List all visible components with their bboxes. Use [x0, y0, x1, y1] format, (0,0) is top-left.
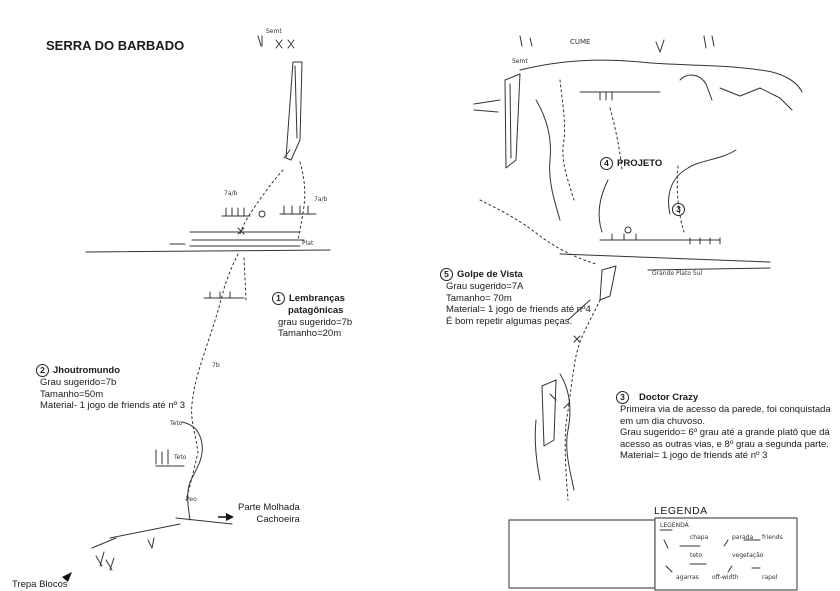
route-5-name: Golpe de Vista	[457, 269, 523, 281]
route-3-line-3: Grau sugerido= 6º grau até a grande plat…	[620, 427, 830, 438]
right-lower-wall	[534, 373, 575, 491]
route-3-line-2: em um dia chuvoso.	[620, 415, 706, 427]
route-2-size: Tamanho=50m	[40, 388, 104, 400]
route-2-grade: Grau sugerido=7b	[40, 377, 117, 388]
right-route-lines	[479, 79, 685, 501]
trepa-blocos-label: Trepa Blocos	[12, 579, 68, 590]
legend-item-vegetacao: vegetação	[732, 552, 764, 559]
route-3-line-1: Primeira via de acesso da parede, foi co…	[620, 404, 831, 415]
legend-item-friends: friends	[762, 534, 783, 541]
route-5-info: 5 Golpe de Vista Grau sugerido=7A Tamanho…	[440, 268, 591, 327]
route-1-size: Tamanho=20m	[278, 328, 342, 339]
plato-label: Plat	[302, 240, 314, 247]
right-summit-pillar	[473, 35, 715, 169]
route-1-grade: grau sugerido=7b	[278, 316, 353, 328]
legend-item-rapel: rapel	[762, 574, 778, 581]
route-3-topo-marker: 3	[672, 203, 689, 216]
teto-label-b: Teto	[174, 454, 187, 461]
summit-label-right: Semt	[512, 58, 528, 65]
route-4-number: 4	[600, 157, 613, 170]
route-1-info: 1 Lembranças patagônicas grau sugerido=7b…	[272, 292, 352, 340]
legend-title: LEGENDA	[654, 505, 708, 517]
route-5-size: Tamanho= 70m	[446, 292, 512, 304]
route-3-info: 3 Doctor Crazy Primeira via de acesso da …	[616, 391, 831, 462]
wet-section-note: Parte Molhada Cachoeira	[238, 502, 300, 525]
cachoeira-label: Cachoeira	[256, 513, 300, 525]
route-1-name-line2: patagônicas	[288, 305, 344, 316]
legend-item-parada: parada	[732, 534, 754, 541]
peo-label: Peo	[186, 496, 197, 503]
route-3-number: 3	[616, 391, 629, 404]
route-1-number: 1	[272, 292, 285, 305]
grade-7b-label: 7b	[212, 362, 220, 369]
right-upper-wall	[519, 59, 803, 271]
left-route-lines	[185, 161, 306, 501]
parte-molhada-label: Parte Molhada	[238, 502, 300, 513]
center-pillar	[567, 265, 617, 343]
route-3-line-5: Material= 1 jogo de friends até nº 3	[620, 450, 768, 461]
route-4-info: 4 PROJETO	[600, 157, 662, 170]
grade-label-a: 7a/b	[224, 190, 238, 197]
annotation-arrows	[62, 513, 234, 582]
legend-item-agarras: agarras	[676, 574, 699, 581]
cume-label: CUME	[570, 38, 591, 46]
route-5-number: 5	[440, 268, 453, 281]
legend-item-off-width: off-width	[712, 574, 739, 581]
route-1-name: Lembranças	[289, 293, 345, 305]
route-5-note: É bom repetir algumas peças.	[446, 315, 573, 327]
left-summit-pillar	[257, 35, 303, 161]
legend-item-teto: teto	[690, 552, 703, 559]
route-2-name: Jhoutromundo	[53, 365, 121, 377]
teto-label-a: Teto	[170, 420, 183, 427]
route-3-line-4: acesso as outras vias, e 8º grau a segun…	[620, 438, 829, 450]
route-2-material: Material- 1 jogo de friends até nº 3	[40, 400, 185, 411]
route-5-grade: Grau sugerido=7A	[446, 281, 524, 292]
route-2-info: 2 Jhoutromundo Grau sugerido=7b Tamanho=5…	[36, 364, 185, 412]
legend-item-chapa: chapa	[690, 534, 709, 541]
left-lower-wall	[91, 421, 233, 571]
route-3-marker-number: 3	[672, 203, 685, 216]
summit-label-left: Semt	[266, 28, 282, 35]
legend-heading: LEGENDA	[660, 522, 689, 529]
route-3-name: Doctor Crazy	[639, 392, 699, 404]
route-5-material: Material= 1 jogo de friends até nº4	[446, 304, 591, 315]
grande-plato-label: Grande Plato Sul	[652, 270, 703, 277]
grade-label-b: 7a/b	[314, 196, 328, 203]
page-title: SERRA DO BARBADO	[46, 38, 185, 53]
route-2-number: 2	[36, 364, 49, 377]
route-4-name: PROJETO	[617, 158, 663, 170]
left-ledge	[85, 205, 331, 299]
legend-box	[508, 517, 798, 591]
